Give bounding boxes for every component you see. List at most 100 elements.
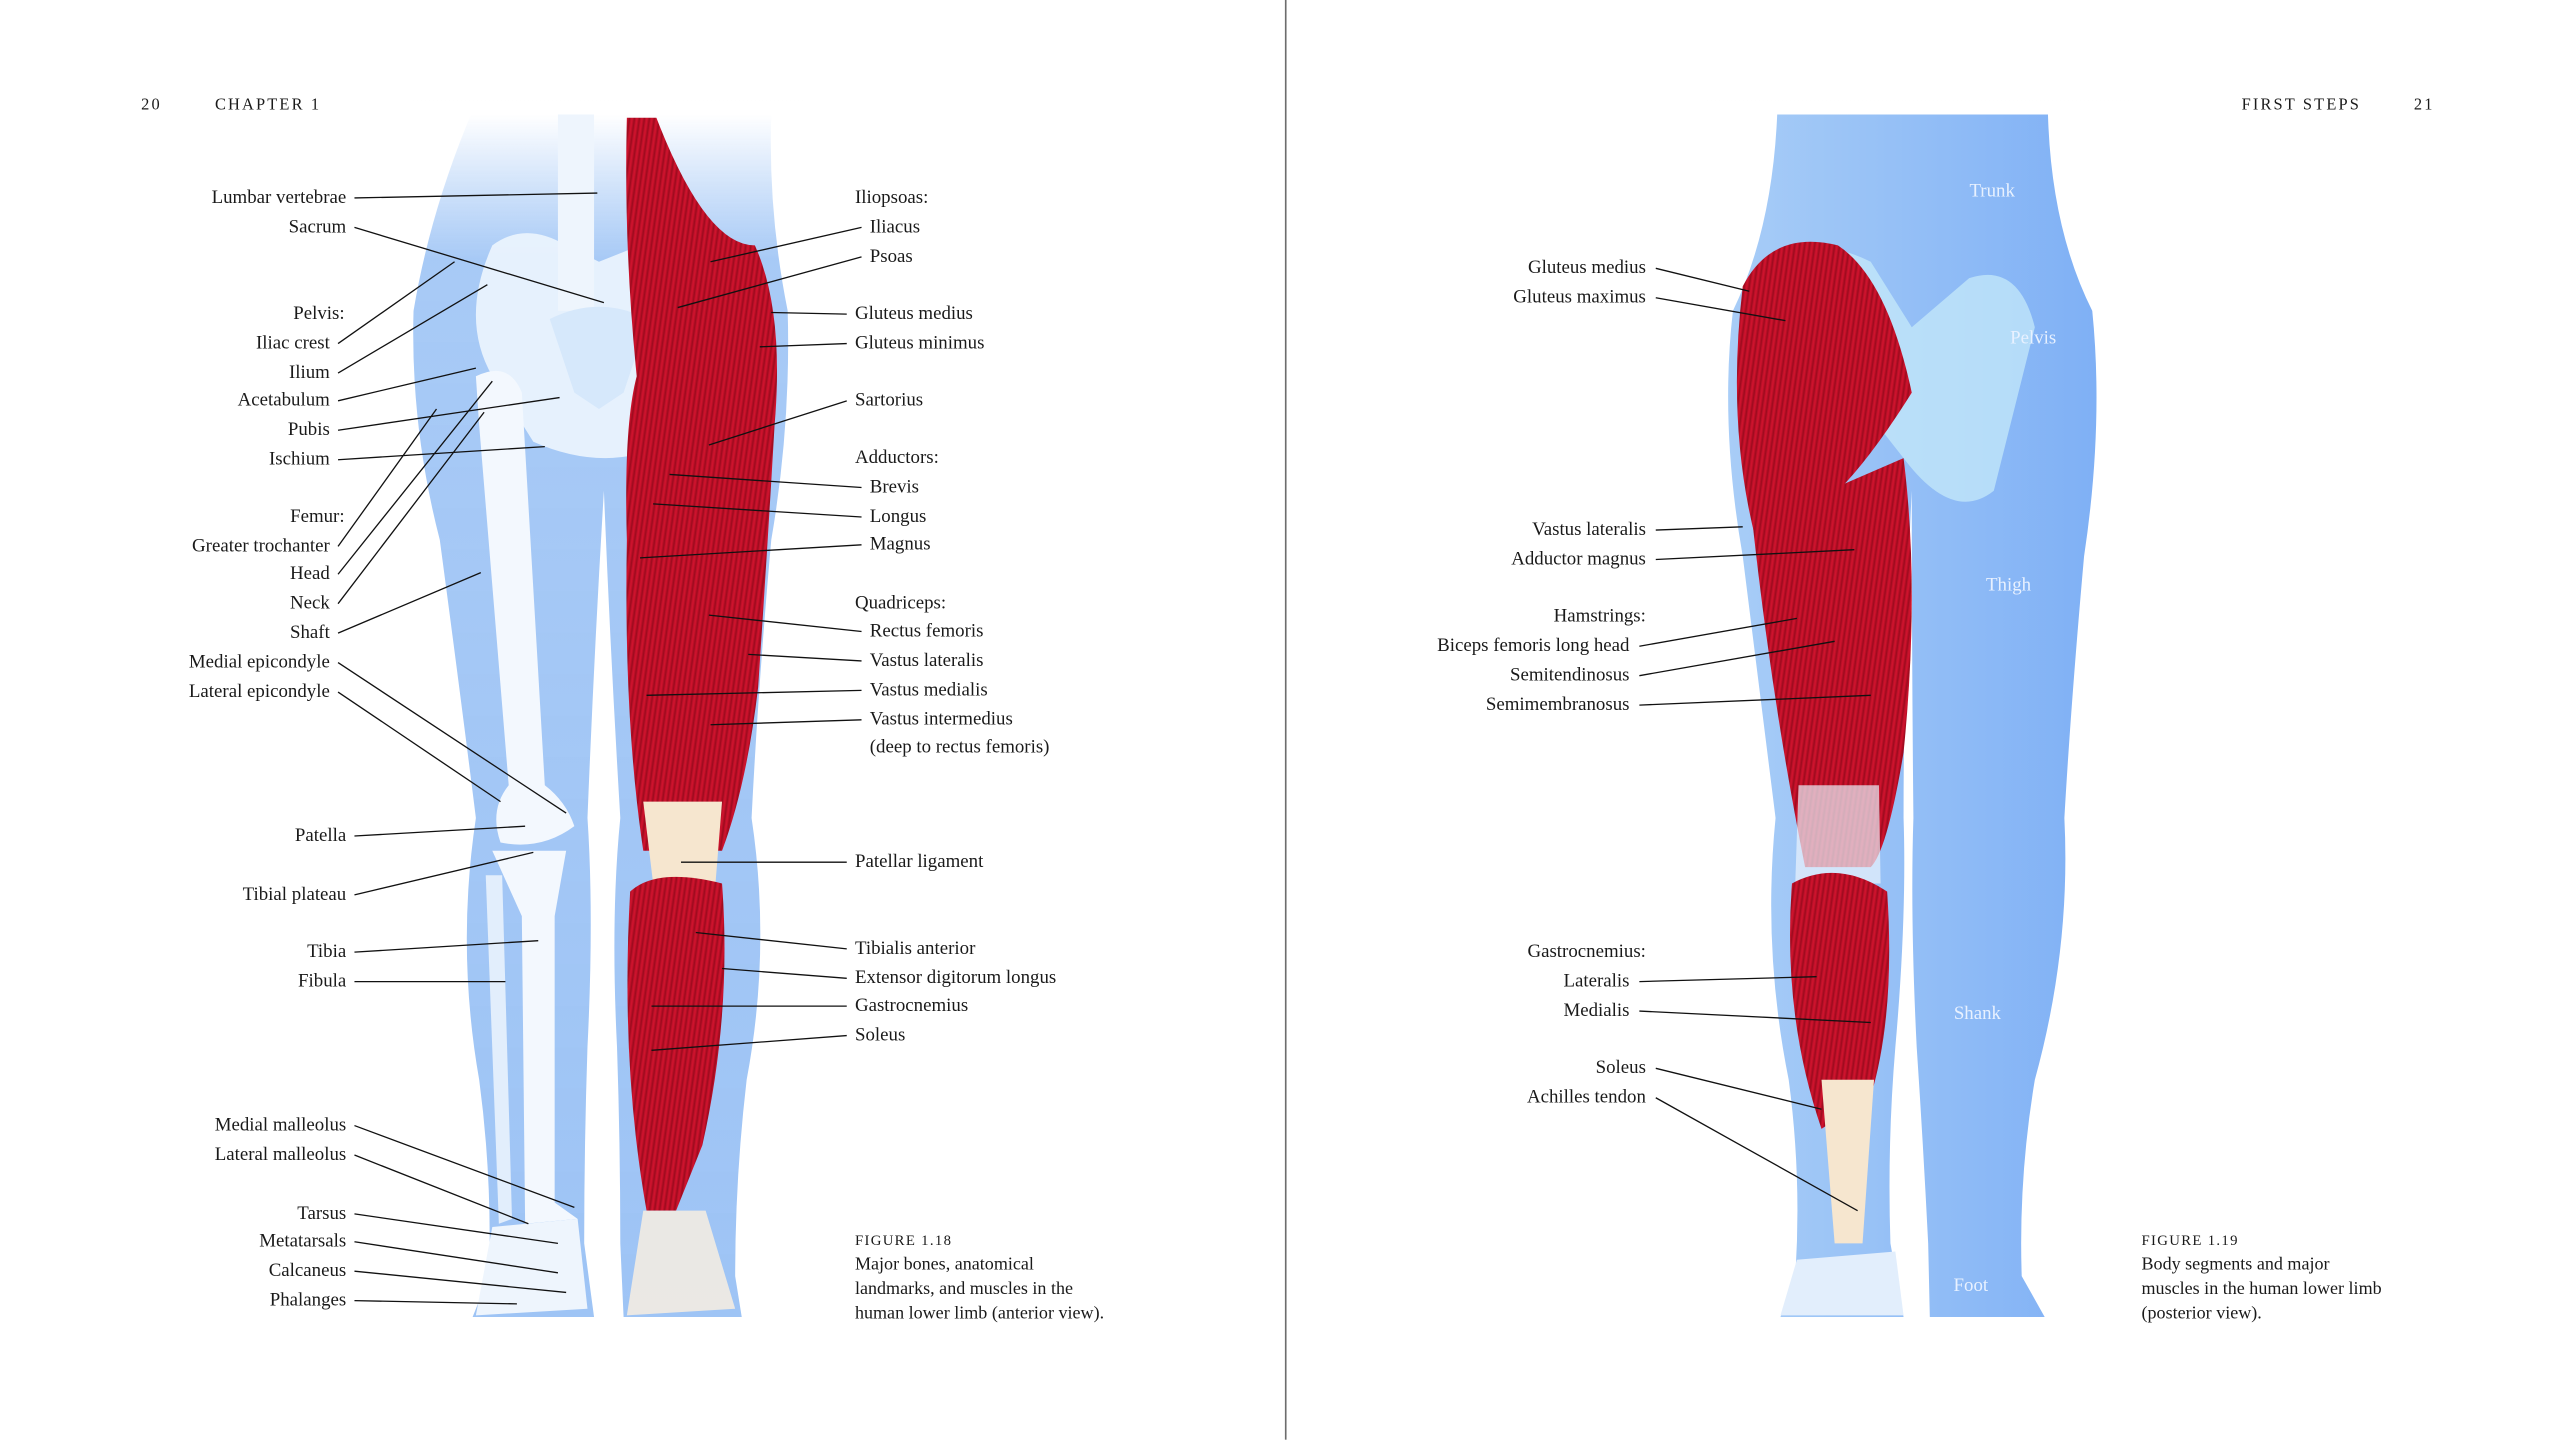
caption-line: human lower limb (anterior view). [854,1303,1105,1324]
leader-shaft [337,571,482,634]
caption-line: (posterior view). [2141,1303,2262,1324]
label-pubis: Pubis [287,420,330,441]
caption-line: Body segments and major [2141,1254,2330,1275]
caption-line: muscles in the human lower limb [2141,1279,2382,1299]
segment-label-pelvis: Pelvis [2010,328,2057,349]
label-gluteus-medius: Gluteus medius [854,304,973,324]
label-gastrocnemius: Gastrocnemius [854,996,969,1016]
segment-label-shank: Shank [1953,1004,2001,1025]
label-lateral-malleolus: Lateral malleolus [214,1145,347,1165]
label-ilium: Ilium [288,363,330,383]
label-hamstrings: Hamstrings: [1553,606,1646,627]
label-vastus-medialis: Vastus medialis [869,680,988,701]
label-adductors: Adductors: [854,448,939,468]
label-neck: Neck [290,593,330,614]
leader-vastus-lateralis [748,653,862,662]
figure-caption-1-18: FIGURE 1.18 Major bones, anatomical land… [855,1229,1104,1327]
leader-medial-epicondyle [337,662,567,814]
label-semimembranosus: Semimembranosus [1485,695,1630,715]
label-lateralis: Lateralis [1563,971,1630,992]
label-gluteus-medius: Gluteus medius [1527,258,1646,279]
figure-number: FIGURE 1.18 [854,1231,953,1249]
patella-tendon [643,801,723,884]
leader-lines [337,192,1871,1305]
leader-pubis [337,396,560,431]
achilles-tendon [1821,1079,1875,1244]
figure-caption-1-19: FIGURE 1.19 Body segments and major musc… [2142,1229,2382,1327]
label-medial-epicondyle: Medial epicondyle [188,652,330,673]
label-tarsus: Tarsus [297,1204,347,1224]
leader-soleus [651,1034,847,1051]
label-quadriceps: Quadriceps: [854,593,947,614]
page-gutter-divider [1284,0,1287,1440]
leader-patella [354,825,526,837]
leader-tibial-plateau [354,851,534,896]
label-fibula: Fibula [298,971,347,992]
leader-head [337,380,493,575]
leader-lumbar-vertebrae [354,192,598,199]
foot-tendons [626,1210,736,1316]
leader-medialis [1639,1010,1871,1024]
posterior-limb-figure [1706,98,2134,1317]
leader-vastus-medialis [646,689,862,696]
heel [1780,1251,1904,1316]
anterior-thigh-muscles [626,117,778,851]
label-gluteus-minimus: Gluteus minimus [854,333,985,354]
leader-lateral-malleolus [354,1154,529,1225]
leader-metatarsals [354,1241,559,1274]
leader-adductor-magnus [1655,549,1855,561]
label-vastus-intermedius: Vastus intermedius [869,710,1013,730]
leader-psoas [677,256,862,309]
label-gluteus-maximus: Gluteus maximus [1513,287,1646,308]
label-iliacus: Iliacus [869,217,921,238]
leader-gluteus-medius [771,311,847,315]
label-lateral-epicondyle: Lateral epicondyle [188,682,330,702]
leader-ischium [338,445,545,461]
leader-gluteus-maximus [1655,297,1786,322]
label-patella: Patella [294,826,347,846]
label-greater-trochanter: Greater trochanter [192,536,330,557]
label-soleus: Soleus [1595,1058,1646,1079]
gastrocnemius-muscle [1790,872,1890,1129]
segment-label-thigh: Thigh [1986,575,2032,596]
label-achilles-tendon: Achilles tendon [1526,1087,1646,1108]
leader-lateralis [1639,976,1817,983]
label-vastus-lateralis: Vastus lateralis [1532,520,1646,540]
label-femur: Femur: [290,507,345,527]
label-magnus: Magnus [869,534,931,555]
label-iliac-crest: Iliac crest [255,333,330,354]
leader-extensor-digitorum-longus [721,967,847,979]
label-tibialis-anterior: Tibialis anterior [854,939,976,959]
label-brevis: Brevis [869,477,920,498]
label-acetabulum: Acetabulum [237,391,330,411]
label-calcaneus: Calcaneus [268,1261,347,1281]
label-soleus: Soleus [854,1025,906,1046]
figure-number: FIGURE 1.19 [2141,1231,2239,1249]
leader-calcaneus [354,1270,567,1294]
label-semitendinosus: Semitendinosus [1509,665,1630,686]
leader-greater-trochanter [337,408,438,547]
hamstring-muscles [1752,458,1912,868]
leader-sacrum [354,226,605,304]
label-tibial-plateau: Tibial plateau [242,885,347,905]
label-patellar-ligament: Patellar ligament [854,852,984,872]
label-gastrocnemius: Gastrocnemius: [1527,942,1646,962]
leader-tarsus [354,1213,559,1245]
leader-iliac-crest [337,261,455,345]
leader-lateral-epicondyle [337,691,501,803]
label-phalanges: Phalanges [269,1290,347,1311]
label-metatarsals: Metatarsals [259,1231,347,1252]
label-extensor-digitorum-longus: Extensor digitorum longus [854,968,1057,989]
leader-brevis [669,473,862,489]
leader-vastus-lateralis [1655,526,1743,531]
label-sacrum: Sacrum [288,217,347,238]
anterior-shin-muscles [627,876,725,1211]
leader-tibia [354,940,539,953]
label-pelvis: Pelvis: [293,304,345,324]
left-page-number: 20 [141,96,162,115]
leader-gluteus-medius [1655,267,1750,292]
label-vastus-lateralis: Vastus lateralis [869,651,984,671]
femur-bone [475,370,575,845]
leader-biceps-femoris-long-head [1639,617,1798,647]
leader-semimembranosus [1639,694,1871,706]
